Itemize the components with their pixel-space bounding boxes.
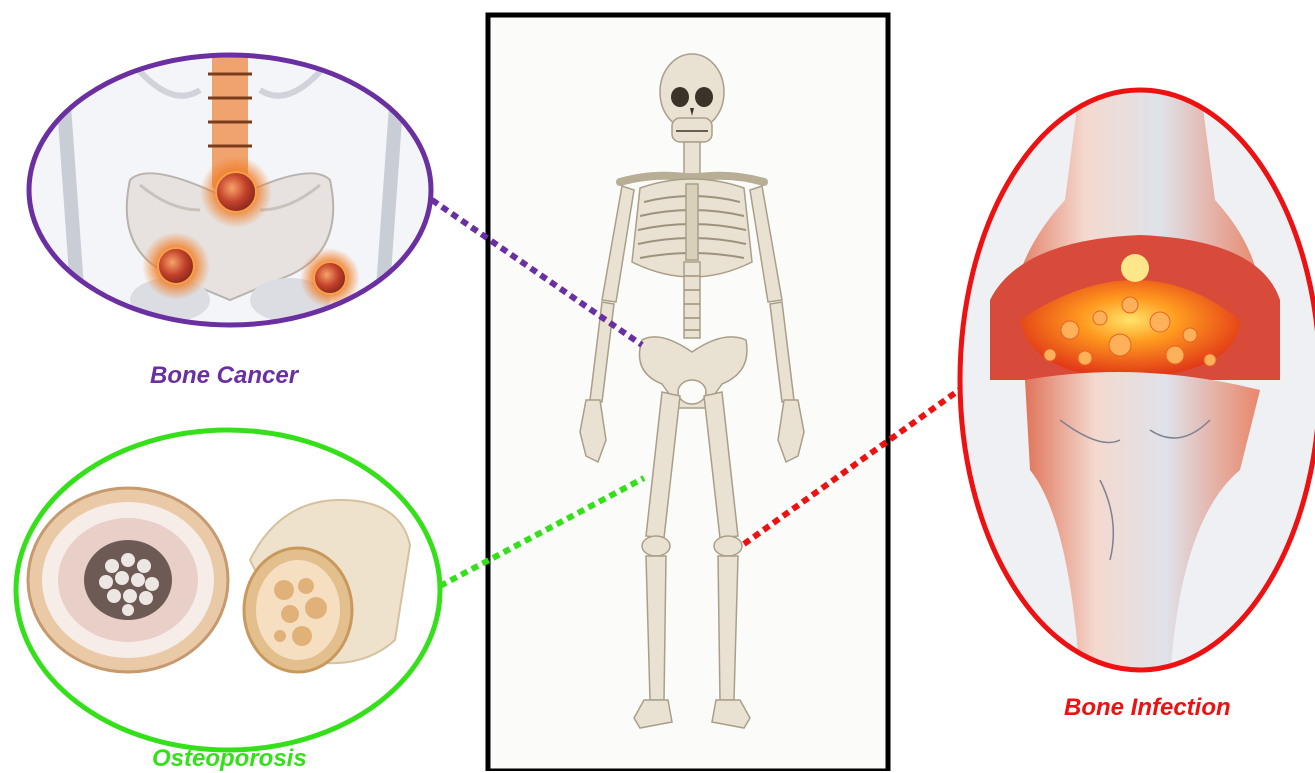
skeleton-panel <box>488 15 888 771</box>
osteoporosis-label: Osteoporosis <box>152 745 307 773</box>
bone-infection-label: Bone Infection <box>1064 694 1231 722</box>
bone-cancer-closeup <box>25 50 435 330</box>
pelvis-tumor-icon <box>25 50 435 330</box>
bone-infection-closeup <box>955 85 1315 680</box>
osteoporosis-closeup <box>15 430 445 750</box>
bone-cancer-label: Bone Cancer <box>150 362 298 390</box>
